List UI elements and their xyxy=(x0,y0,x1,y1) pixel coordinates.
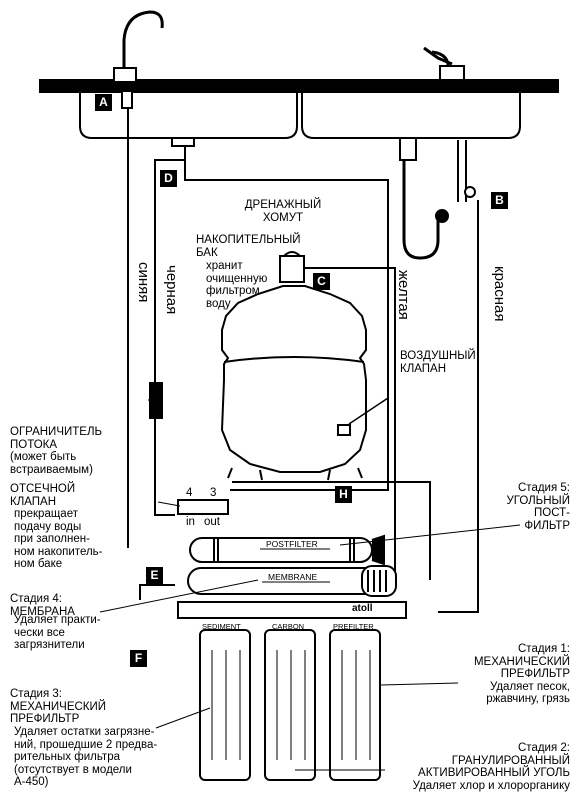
postfilter-label: POSTFILTER xyxy=(266,539,318,549)
stage-3-description: Удаляет остатки загрязне-ний, прошедшие … xyxy=(14,726,158,788)
marker-h: H xyxy=(335,486,352,503)
marker-a: A xyxy=(95,94,112,111)
sink-bowl-right xyxy=(301,92,521,139)
countertop xyxy=(39,79,559,93)
filter-canisters xyxy=(199,629,381,781)
main-faucet xyxy=(423,46,465,81)
tube-label-red: красная xyxy=(491,266,508,322)
filter-manifold xyxy=(177,601,407,619)
tube-black xyxy=(154,146,186,516)
leader-lines xyxy=(99,399,521,771)
tube-yellow xyxy=(295,267,396,580)
membrane-label: MEMBRANE xyxy=(268,572,318,582)
tube-return xyxy=(232,481,431,580)
marker-f: F xyxy=(130,650,147,667)
sediment-label: SEDIMENT xyxy=(202,622,241,631)
carbon-label: CARBON xyxy=(272,622,305,631)
marker-d: D xyxy=(160,170,177,187)
valve-port-in: in xyxy=(186,516,195,528)
marker-e: E xyxy=(146,567,163,584)
valve-port-out: out xyxy=(204,516,220,528)
brand-logo: atoll xyxy=(352,603,373,614)
storage-tank xyxy=(220,251,389,481)
valve-port-3: 3 xyxy=(210,487,217,499)
drain-pipe xyxy=(171,137,476,260)
marker-b: B xyxy=(491,192,508,209)
postfilter-housing xyxy=(189,534,385,566)
valve-port-4: 4 xyxy=(186,487,193,499)
sink-bowl-left xyxy=(79,92,298,139)
marker-c: C xyxy=(313,273,330,290)
tube-red xyxy=(438,200,479,613)
shutoff-valve xyxy=(177,499,229,515)
membrane-housing xyxy=(187,565,397,597)
tube-label-blue: синяя xyxy=(135,262,152,303)
ro-faucet xyxy=(113,10,164,109)
tube-label-yellow: желтая xyxy=(395,270,412,320)
tube-label-black: черная xyxy=(163,265,180,315)
prefilter-label: PREFILTER xyxy=(333,622,374,631)
stage-4-label: Стадия 4:МЕМБРАНА xyxy=(10,593,75,618)
